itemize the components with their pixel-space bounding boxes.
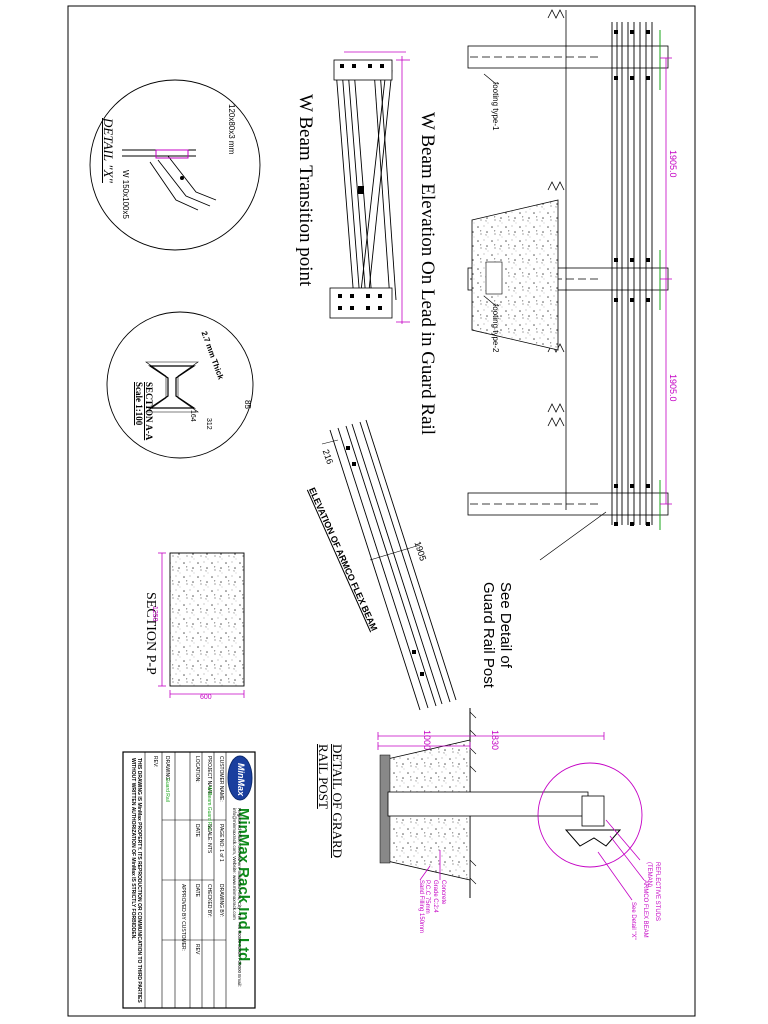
ownership-notice: THIS DRAWING IS MinMax PROPERTY. ITS REP… bbox=[130, 758, 142, 1003]
footing2-label: footing type-2 bbox=[491, 304, 500, 353]
transition-point bbox=[329, 51, 410, 324]
detail-x-title: DETAIL "X" bbox=[101, 118, 116, 183]
armco-beam-label: ARMCO FLEX BEAM bbox=[642, 880, 648, 938]
dim-120-label: 120x80x3 mm bbox=[227, 104, 236, 155]
reflective-label: REFLECTIVE STUDS bbox=[654, 862, 660, 922]
sheet-border bbox=[67, 5, 696, 1017]
section-aa bbox=[106, 311, 254, 459]
post-detail-title: DETAIL OF GRARD RAIL POST bbox=[316, 744, 345, 859]
row-rev-label: REV: bbox=[152, 756, 158, 768]
cell-date2: DATE bbox=[194, 884, 200, 897]
cell-drawing-by: DRAWING BY: bbox=[218, 884, 224, 918]
see-detail-note: See Detail of Guard Rail Post bbox=[480, 582, 514, 688]
dim-85-label: 85 bbox=[243, 400, 252, 409]
span2-label: 1905.0 bbox=[668, 374, 678, 402]
cell-approved: APPROVED BY CUSTOMER: bbox=[180, 884, 186, 952]
logo-text: MinMax bbox=[236, 763, 246, 797]
detail-x bbox=[89, 79, 261, 251]
concrete-label: Concrete bbox=[440, 880, 446, 905]
grade-label: Grade C:2:4 bbox=[432, 880, 438, 913]
section-aa-title: SECTION A-A bbox=[144, 382, 154, 441]
dim-150-label: W 150x100x5 bbox=[121, 170, 130, 219]
cell-checked-by: CHECKED BY: bbox=[206, 884, 212, 918]
span1-label: 1905.0 bbox=[668, 150, 678, 178]
dim-1000-label: 1000 bbox=[422, 730, 432, 751]
footing1-label: footing type-1 bbox=[491, 82, 500, 131]
dim-312-label: 312 bbox=[205, 418, 212, 430]
sand-label: Sand Filling 150mm bbox=[418, 880, 424, 934]
section-aa-scale: Scale 1:100 bbox=[134, 382, 144, 426]
post-detail bbox=[377, 708, 645, 901]
section-pp bbox=[158, 552, 245, 698]
cell-date1: DATE bbox=[194, 824, 200, 837]
title-block bbox=[122, 751, 256, 1009]
company-logo bbox=[227, 755, 253, 801]
cell-scale: SCALE: NTS bbox=[206, 824, 212, 854]
row-customer-label: CUSTOMER NAME: bbox=[218, 756, 224, 802]
dim-600-label: 600 bbox=[200, 694, 212, 701]
armco-flex-beam bbox=[321, 419, 457, 711]
dim-1830-label: 1830 bbox=[490, 730, 500, 751]
dim-1250-label: 1250 bbox=[151, 606, 158, 622]
see-detail-x-label: See Detail "X" bbox=[630, 902, 636, 940]
section-pp-title: SECTION P-P bbox=[143, 592, 158, 675]
row-drawing-value: Guard Rail bbox=[164, 778, 170, 802]
w-beam-elevation bbox=[467, 9, 672, 561]
row-location-label: LOCATION: bbox=[194, 756, 200, 783]
cell-page: PAGE NO: 1 of 1 bbox=[218, 824, 224, 862]
cell-rev: REV bbox=[194, 944, 200, 955]
dim-164-label: 164 bbox=[189, 410, 196, 422]
company-address: Registered Office: Somewhere Industrial … bbox=[232, 808, 242, 987]
transition-title: W Beam Transition point bbox=[295, 94, 316, 287]
pcc-label: P.C.C 75mm bbox=[424, 880, 430, 914]
elevation-title: W Beam Elevation On Lead in Guard Rail bbox=[417, 112, 438, 436]
